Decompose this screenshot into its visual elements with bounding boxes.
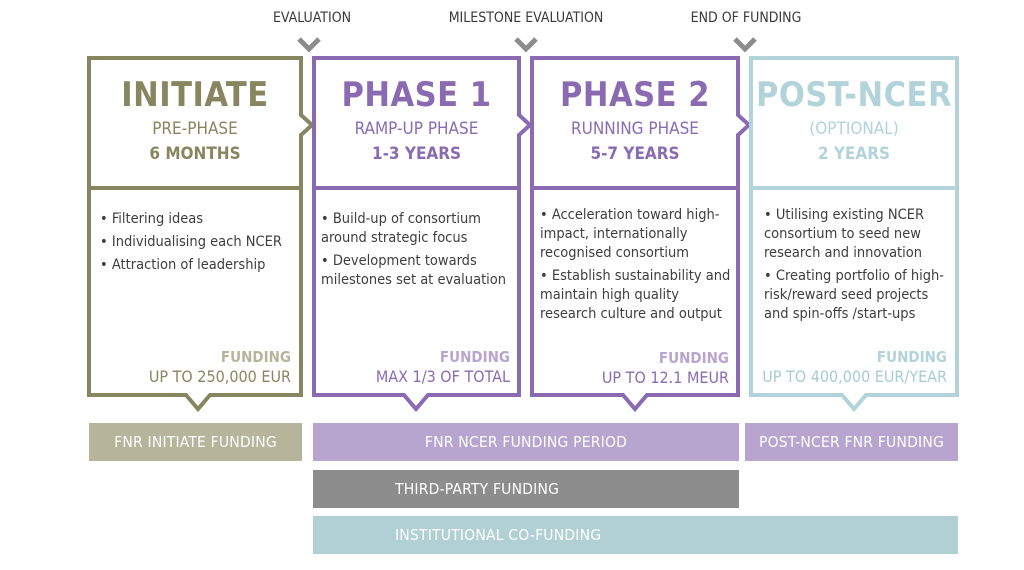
phase2-title: PHASE 2 xyxy=(559,75,711,115)
milestone-end-of-funding-label: END OF FUNDING xyxy=(690,10,802,26)
post-ncer-subtitle: (OPTIONAL) xyxy=(809,119,899,139)
milestone-midterm-evaluation-label: MILESTONE EVALUATION xyxy=(448,10,604,26)
initiate-duration: 6 MONTHS xyxy=(149,144,241,164)
list-item: Acceleration toward high-impact, interna… xyxy=(540,206,736,263)
phase2-frame xyxy=(530,56,752,413)
list-item: Filtering ideas xyxy=(100,210,296,229)
phase1-bullets: Build-up of consortium around strategic … xyxy=(321,210,517,294)
post-ncer-funding-label: FUNDING xyxy=(876,348,947,366)
phase2-subtitle: RUNNING PHASE xyxy=(571,119,699,139)
initiate-title: INITIATE xyxy=(121,75,269,115)
phase1-frame xyxy=(312,56,533,413)
chevron-down-icon xyxy=(733,37,757,53)
third-party-funding-bar: THIRD-PARTY FUNDING xyxy=(313,470,739,508)
phase2-bullets: Acceleration toward high-impact, interna… xyxy=(540,206,736,328)
phase1-funding-label: FUNDING xyxy=(439,348,510,366)
post-ncer-duration: 2 YEARS xyxy=(817,144,891,164)
list-item: Individualising each NCER xyxy=(100,233,296,252)
list-item: Establish sustainability and maintain hi… xyxy=(540,267,736,324)
fnr-initiate-funding-bar: FNR INITIATE FUNDING xyxy=(89,423,302,461)
post-ncer-funding-amount: UP TO 400,000 EUR/YEAR xyxy=(762,367,947,386)
post-ncer-title: POST-NCER xyxy=(755,75,952,115)
chevron-down-icon xyxy=(297,37,321,53)
list-item: Creating portfolio of high-risk/reward s… xyxy=(764,267,952,324)
post-ncer-frame xyxy=(749,56,959,413)
phase2-funding-amount: UP TO 12.1 MEUR xyxy=(601,368,729,387)
list-item: Development towards milestones set at ev… xyxy=(321,252,517,290)
initiate-subtitle: PRE-PHASE xyxy=(152,119,238,139)
phase2-duration: 5-7 YEARS xyxy=(590,144,680,164)
phase1-title: PHASE 1 xyxy=(341,75,492,115)
institutional-co-funding-bar: INSTITUTIONAL CO-FUNDING xyxy=(313,516,958,554)
post-ncer-fnr-funding-bar: POST-NCER FNR FUNDING xyxy=(745,423,958,461)
phase2-funding-label: FUNDING xyxy=(658,349,729,367)
phase1-subtitle: RAMP-UP PHASE xyxy=(354,119,479,139)
chevron-down-icon xyxy=(514,37,538,53)
list-item: Utilising existing NCER consortium to se… xyxy=(764,206,952,263)
initiate-frame xyxy=(87,56,315,413)
post-ncer-bullets: Utilising existing NCER consortium to se… xyxy=(764,206,952,328)
list-item: Attraction of leadership xyxy=(100,256,296,275)
initiate-funding-amount: UP TO 250,000 EUR xyxy=(148,367,291,386)
phase1-duration: 1-3 YEARS xyxy=(371,144,462,164)
list-item: Build-up of consortium around strategic … xyxy=(321,210,517,248)
phase1-funding-amount: MAX 1/3 OF TOTAL xyxy=(375,367,510,386)
initiate-funding-label: FUNDING xyxy=(220,348,291,366)
initiate-bullets: Filtering ideas Individualising each NCE… xyxy=(100,210,296,279)
milestone-evaluation-label: EVALUATION xyxy=(272,10,352,26)
fnr-ncer-funding-period-bar: FNR NCER FUNDING PERIOD xyxy=(313,423,739,461)
